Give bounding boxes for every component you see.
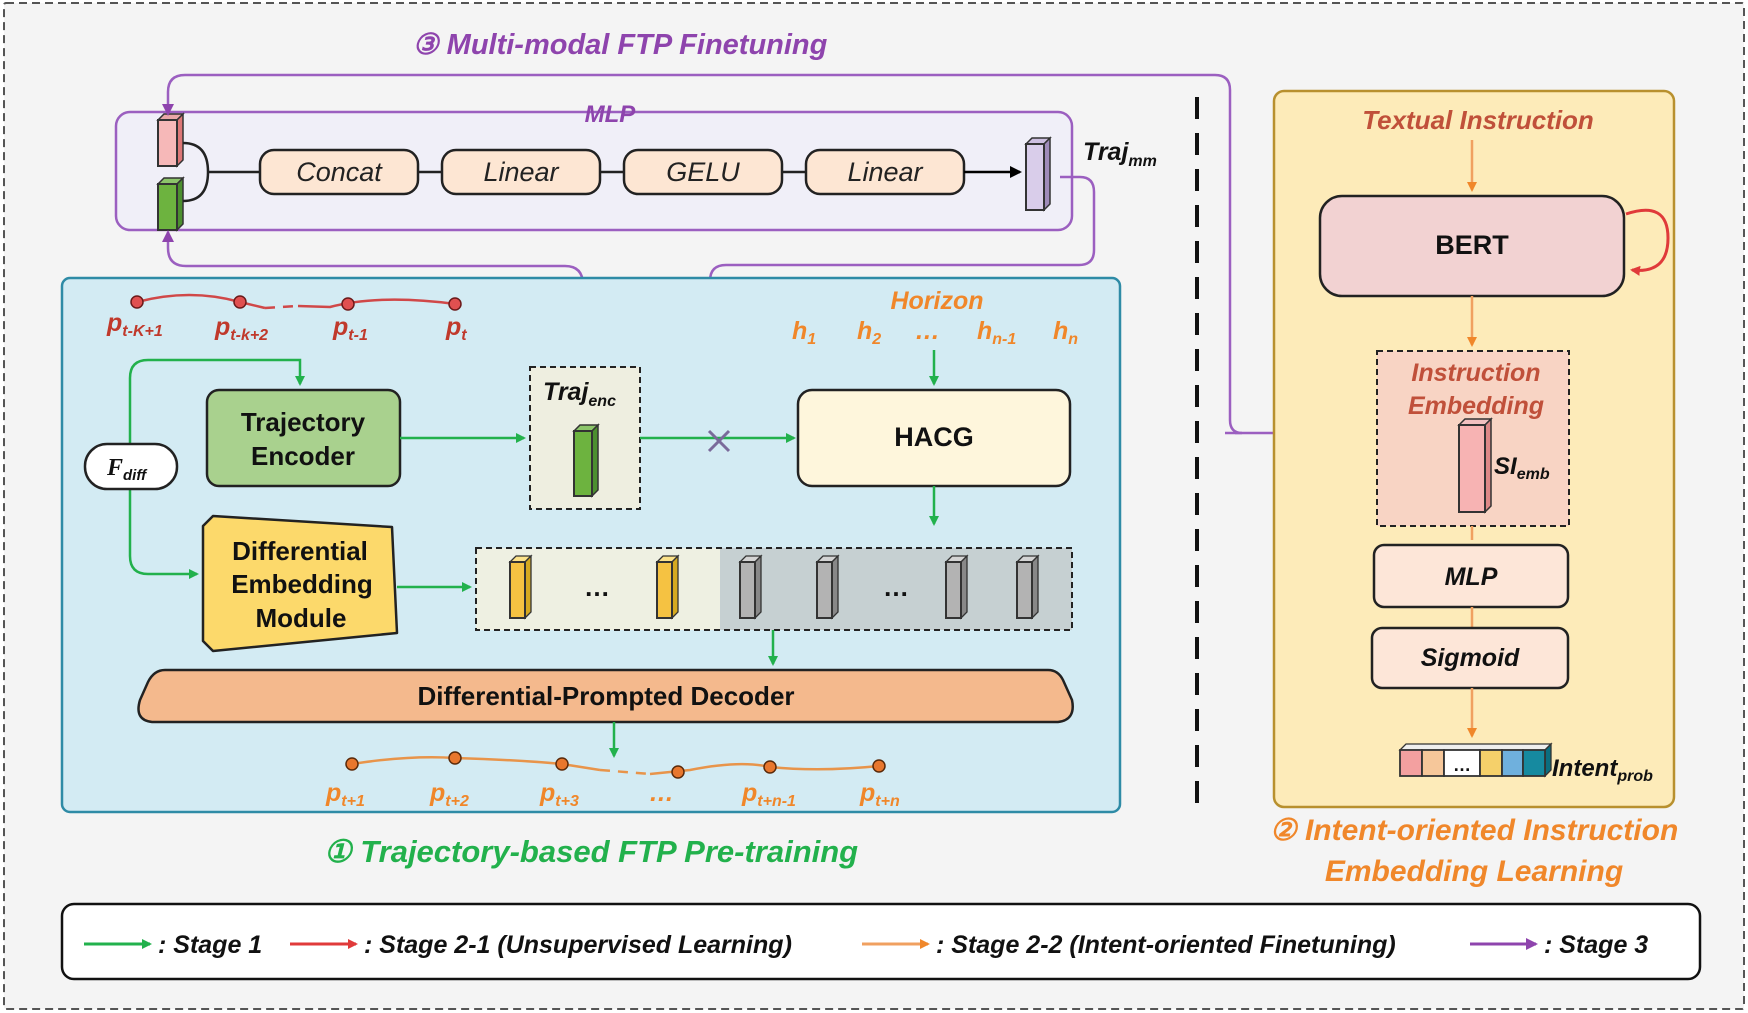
encoder-label-line1: Trajectory [241,407,366,437]
gray-vector [815,554,840,620]
concat-label: Concat [296,157,383,187]
future-point [448,751,462,765]
horizon-embedding-region [720,548,1072,630]
future-label-3: pt+3 [539,779,579,810]
linear-block-2: Linear [804,148,966,196]
green-arrow-to-dem [128,490,199,579]
legend-item-stage2-2: : Stage 2-2 (Intent-oriented Finetuning) [936,931,1396,959]
differential-embedding-module: Differential Embedding Module [201,514,399,653]
trajmm-label: Trajmm [1083,138,1157,170]
history-label-1: pt-K+1 [106,309,163,340]
history-point [130,295,144,309]
gelu-block: GELU [622,148,784,196]
instruction-embedding-label-2: Embedding [1408,392,1544,420]
mlp-box-label: MLP [585,101,637,128]
bert-block: BERT [1318,194,1626,298]
future-point [555,757,569,771]
stage1-title: ① Trajectory-based FTP Pre-training [324,834,858,869]
sigmoid-block: Sigmoid [1370,626,1570,690]
yellow-vector [508,554,533,620]
future-label-2: pt+2 [429,779,469,810]
yellow-vector [655,554,680,620]
stage3-title: ③ Multi-modal FTP Finetuning [413,29,828,61]
cross-icon [707,429,731,453]
history-point [341,297,355,311]
legend-box [60,902,1702,981]
future-label-dots: … [649,779,674,807]
linear-block-1: Linear [440,148,602,196]
stage2-mlp-label: MLP [1445,563,1498,591]
intent-dots: … [1453,755,1471,775]
concat-block: Concat [258,148,420,196]
trajectory-encoder: Trajectory Encoder [205,388,402,488]
fdiff-node: Fdiff [83,442,179,491]
legend-item-stage1: : Stage 1 [158,931,262,959]
gray-vector [944,554,969,620]
stage3-input-vector-green [156,176,185,232]
intent-prob-label: Intentprob [1552,755,1653,785]
history-label-3: pt-1 [332,313,368,344]
dem-label-line3: Module [256,603,347,633]
h-label-dots: … [915,317,940,345]
h-label-2: h2 [857,317,881,348]
linear-label-2: Linear [847,157,923,187]
dem-label-line1: Differential [232,536,368,566]
h-label-n-1: hn-1 [977,317,1016,348]
instruction-embedding-label-1: Instruction [1411,359,1540,387]
hacg-block: HACG [796,388,1072,488]
encoder-label-line2: Encoder [251,441,355,471]
future-point [763,760,777,774]
hacg-label: HACG [894,422,974,452]
sigmoid-label: Sigmoid [1421,644,1520,672]
future-point [671,765,685,779]
purple-arrow-instruction-to-mlp [162,73,1243,435]
siemb-vector [1457,417,1493,514]
future-label-n: pt+n [859,779,900,810]
future-point [872,759,886,773]
stage2-title-line2: Embedding Learning [1325,855,1623,888]
stage2-mlp-block: MLP [1372,543,1570,609]
textual-instruction-label: Textual Instruction [1362,105,1594,135]
h-label-1: h1 [792,317,816,348]
decoder-label: Differential-Prompted Decoder [417,681,794,711]
future-label-n-1: pt+n-1 [741,779,796,810]
history-label-4: pt [445,313,467,344]
bert-label: BERT [1435,230,1509,260]
trajmm-vector [1024,136,1052,212]
embedding-dots-1: … [584,572,610,602]
gray-vector [1015,554,1040,620]
history-point [233,295,247,309]
h-label-n: hn [1053,317,1078,348]
intent-prob-vector: … [1398,742,1553,778]
legend-item-stage3: : Stage 3 [1544,931,1648,959]
embedding-dots-2: … [883,572,909,602]
horizon-label: Horizon [890,287,983,315]
history-point [448,297,462,311]
gelu-label: GELU [666,157,740,187]
trajenc-vector [572,423,600,498]
stage3-input-vector-red [156,112,185,168]
siemb-label: SIemb [1494,453,1550,483]
legend-item-stage2-1: : Stage 2-1 (Unsupervised Learning) [364,931,792,959]
differential-prompted-decoder: Differential-Prompted Decoder [137,668,1074,724]
fdiff-label: Fdiff [106,455,148,484]
future-label-1: pt+1 [325,779,365,810]
future-point [345,757,359,771]
red-self-loop-arrow [1625,208,1670,276]
gray-vector [738,554,763,620]
history-label-2: pt-k+2 [214,313,268,344]
green-arrow-to-encoder [128,358,305,445]
dem-label-line2: Embedding [231,569,373,599]
linear-label-1: Linear [483,157,559,187]
stage2-title-line1: ② Intent-oriented Instruction [1270,814,1679,847]
trajenc-label: Trajenc [543,378,616,410]
